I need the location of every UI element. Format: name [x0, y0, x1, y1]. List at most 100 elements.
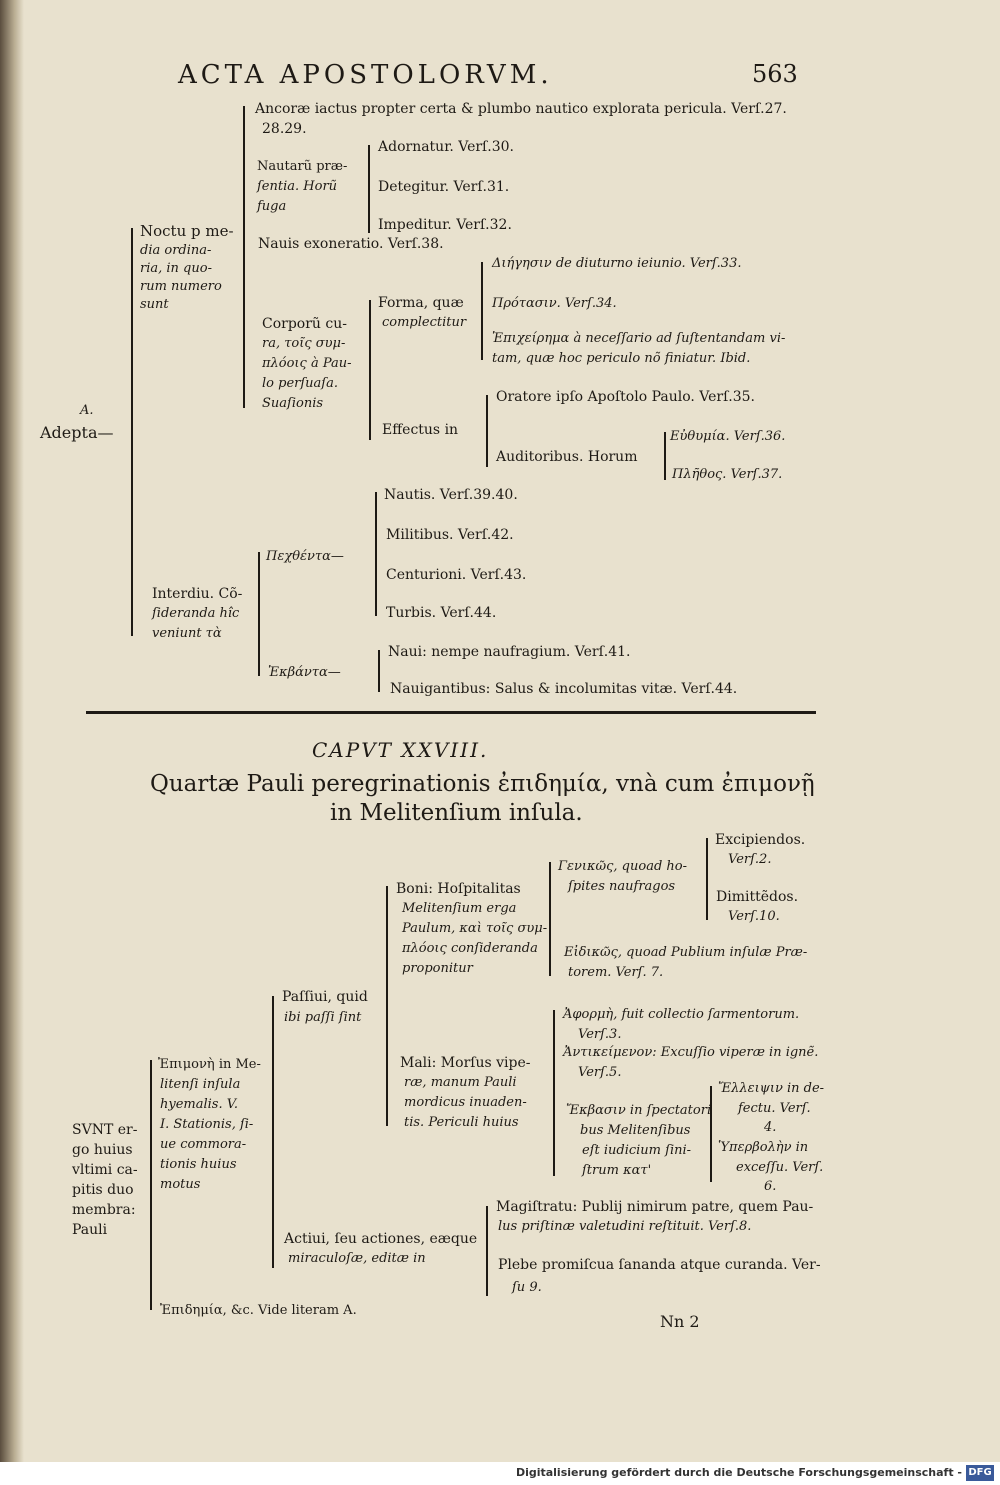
brace-corporum	[369, 300, 371, 440]
epimone-label: hyemalis. V.	[160, 1097, 238, 1112]
mali-label: ræ, manum Pauli	[404, 1075, 517, 1090]
interdiu-label: veniunt τὰ	[152, 626, 222, 641]
forma-label: complectitur	[382, 315, 467, 330]
hyperbolen-text: 6.	[764, 1179, 777, 1194]
book-spine-shadow	[0, 0, 24, 1462]
nautarum-item: Detegitur. Verſ.31.	[378, 179, 510, 195]
brace-nautarum	[368, 145, 370, 233]
root-label: Adepta—	[40, 423, 114, 442]
forma-item: Διήγησιν de diuturno ieiunio. Verſ.33.	[492, 256, 742, 271]
ancorae-text: 28.29.	[262, 121, 307, 137]
corporum-label: Corporũ cu-	[262, 316, 347, 332]
chapter-title: CAPVT XXVIII.	[312, 738, 489, 762]
corporum-label: lo perſuaſa.	[262, 376, 338, 391]
genikos-text: Γενικῶς, quoad ho-	[558, 859, 687, 874]
pecheenta-label: Πεχθέντα—	[266, 549, 344, 564]
brace-root	[150, 1060, 152, 1310]
activi-label: Actiui, ſeu actiones, eæque	[284, 1231, 478, 1247]
brace-activi	[486, 1206, 488, 1296]
forma-item: Πρότασιν. Verſ.34.	[492, 296, 617, 311]
ekbason-text: Ἔκβασιν in ſpectatori	[566, 1103, 712, 1118]
effectus-auditores: Auditoribus. Horum	[496, 449, 638, 465]
aphorme-text: Ἀφορμὴ, fuit collectio ſarmentorum.	[563, 1007, 800, 1022]
pecheenta-item: Turbis. Verſ.44.	[386, 605, 497, 621]
boni-label: proponitur	[402, 961, 473, 976]
magistratu-text: Magiſtratu: Publij nimirum patre, quem P…	[496, 1199, 814, 1215]
effectus-label: Effectus in	[382, 422, 459, 438]
brace-interdiu	[258, 552, 260, 676]
footer-text: Digitalisierung gefördert durch die Deut…	[515, 1466, 962, 1479]
ekbainta-item: Naui: nempe naufragium. Verſ.41.	[388, 644, 631, 660]
epimone-label: tionis huius	[160, 1157, 237, 1172]
magistratu-text: lus priſtinæ valetudini reſtituit. Verſ.…	[498, 1219, 752, 1234]
brace-pecheenta	[375, 492, 377, 616]
forma-item: tam, quæ hoc periculo nõ finiatur. Ibid.	[492, 351, 751, 366]
genikos-item: Dimittẽdos.	[716, 889, 799, 905]
brace-ekbason	[710, 1086, 712, 1182]
hyperbolen-text: Ὑπερβολὴν in	[718, 1140, 809, 1155]
brace-auditores	[664, 432, 666, 480]
epimone-label: Ἐπιμονὴ in Me-	[158, 1057, 261, 1072]
effectus-orator: Oratore ipſo Apoſtolo Paulo. Verſ.35.	[496, 389, 756, 405]
forma-label: Forma, quæ	[378, 295, 464, 311]
pecheenta-item: Militibus. Verſ.42.	[386, 527, 514, 543]
mali-label: Mali: Morſus vipe-	[400, 1055, 531, 1071]
antikeimenon-text: Verſ.5.	[578, 1065, 622, 1080]
plebe-text: Plebe promiſcua ſananda atque curanda. V…	[498, 1257, 821, 1273]
chapter-heading: in Melitenſium inſula.	[330, 800, 583, 826]
antikeimenon-text: Ἀντικείμενον: Excuſſio viperæ in ignẽ.	[563, 1045, 819, 1060]
ekbason-text: eſt iudicium ſini-	[582, 1143, 692, 1158]
brace-genikos	[706, 838, 708, 920]
eidikos-text: torem. Verſ. 7.	[568, 965, 664, 980]
interdiu-label: ſideranda hîc	[152, 606, 240, 621]
genikos-item: Excipiendos.	[715, 832, 806, 848]
mali-label: tis. Periculi huius	[404, 1115, 519, 1130]
auditores-item: Πλῆθος. Verſ.37.	[672, 467, 783, 482]
elleipsin-text: Ἔλλειψιν in de-	[718, 1081, 825, 1096]
boni-label: Paulum, καὶ τοῖς συμ-	[402, 921, 548, 936]
root-label: vltimi ca-	[72, 1162, 138, 1178]
plebe-text: ſu 9.	[512, 1280, 542, 1295]
ekbainta-item: Nauigantibus: Salus & incolumitas vitæ. …	[390, 681, 738, 697]
corporum-label: πλόοις à Pau-	[262, 356, 352, 371]
brace-boni	[549, 862, 551, 976]
genikos-text: ſpites naufragos	[568, 879, 676, 894]
passivi-label: Paſſiui, quid	[282, 989, 368, 1005]
brace-ekbainta	[378, 650, 380, 692]
root-label: SVNT er-	[72, 1122, 138, 1138]
activi-label: miraculoſæ, editæ in	[288, 1251, 426, 1266]
chapter-heading: Quartæ Pauli peregrinationis ἐπιδημία, v…	[150, 771, 815, 797]
pecheenta-item: Nautis. Verſ.39.40.	[384, 487, 518, 503]
epimone-label: ue commora-	[160, 1137, 247, 1152]
corporum-label: ra, τοῖς συμ-	[262, 336, 346, 351]
navis-text: Nauis exoneratio. Verſ.38.	[258, 236, 444, 252]
hyperbolen-text: exceſſu. Verſ.	[736, 1160, 824, 1175]
root-label: go huius	[72, 1142, 133, 1158]
epimone-label: litenſi inſula	[160, 1077, 241, 1092]
epidemia-text: Ἐπιδημία, &c. Vide literam A.	[160, 1303, 357, 1318]
nautarum-label: Nautarũ præ-	[257, 159, 348, 174]
noctu-label: rum numero	[140, 279, 222, 294]
epimone-label: motus	[160, 1177, 201, 1192]
noctu-label: dia ordina-	[140, 243, 212, 258]
noctu-label: Noctu p me-	[140, 222, 234, 240]
brace-passivi	[386, 886, 388, 1126]
noctu-label: sunt	[140, 297, 169, 312]
pecheenta-item: Centurioni. Verſ.43.	[386, 567, 527, 583]
page-number: 563	[752, 60, 798, 88]
nautarum-item: Adornatur. Verſ.30.	[378, 139, 514, 155]
ancorae-text: Ancoræ iactus propter certa & plumbo nau…	[255, 101, 787, 117]
corporum-label: Suaſionis	[262, 396, 324, 411]
ekbason-text: bus Melitenſibus	[580, 1123, 691, 1138]
brace-forma	[481, 262, 483, 360]
forma-item: Ἐπιχείρημα à neceſſario ad ſuſtentandam …	[492, 331, 786, 346]
dfg-logo: DFG	[966, 1465, 994, 1481]
nautarum-item: Impeditur. Verſ.32.	[378, 217, 512, 233]
brace-root	[131, 228, 133, 636]
ekbainta-label: Ἐκβάντα—	[268, 665, 341, 680]
running-head: ACTA APOSTOLORVM.	[178, 60, 553, 90]
aphorme-text: Verſ.3.	[578, 1027, 622, 1042]
digitization-footer: Digitalisierung gefördert durch die Deut…	[0, 1462, 1000, 1485]
root-label: pitis duo	[72, 1182, 134, 1198]
boni-label: Melitenſium erga	[402, 901, 517, 916]
